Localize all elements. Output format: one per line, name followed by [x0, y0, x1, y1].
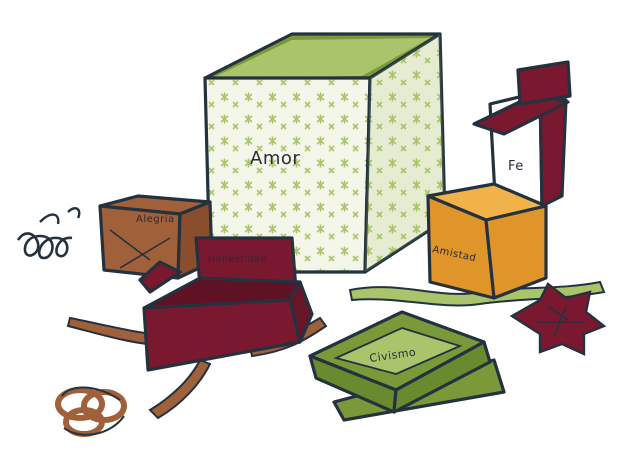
label-civismo: Civismo — [369, 346, 417, 365]
amistad-box: Amistad — [426, 182, 548, 300]
civismo-box: Civismo — [308, 310, 506, 422]
honestidad-box: Honestidad — [138, 236, 314, 372]
fe-box: Fe — [472, 60, 572, 216]
label-alegria: Alegria — [136, 214, 175, 225]
label-fe: Fe — [508, 159, 524, 174]
label-amor: Amor — [250, 148, 300, 169]
curly-ribbon — [16, 207, 81, 260]
label-honestidad: Honestidad — [208, 254, 267, 265]
maroon-bow — [509, 282, 607, 356]
brown-bow — [55, 386, 127, 437]
amor-box: Amor — [203, 32, 447, 274]
